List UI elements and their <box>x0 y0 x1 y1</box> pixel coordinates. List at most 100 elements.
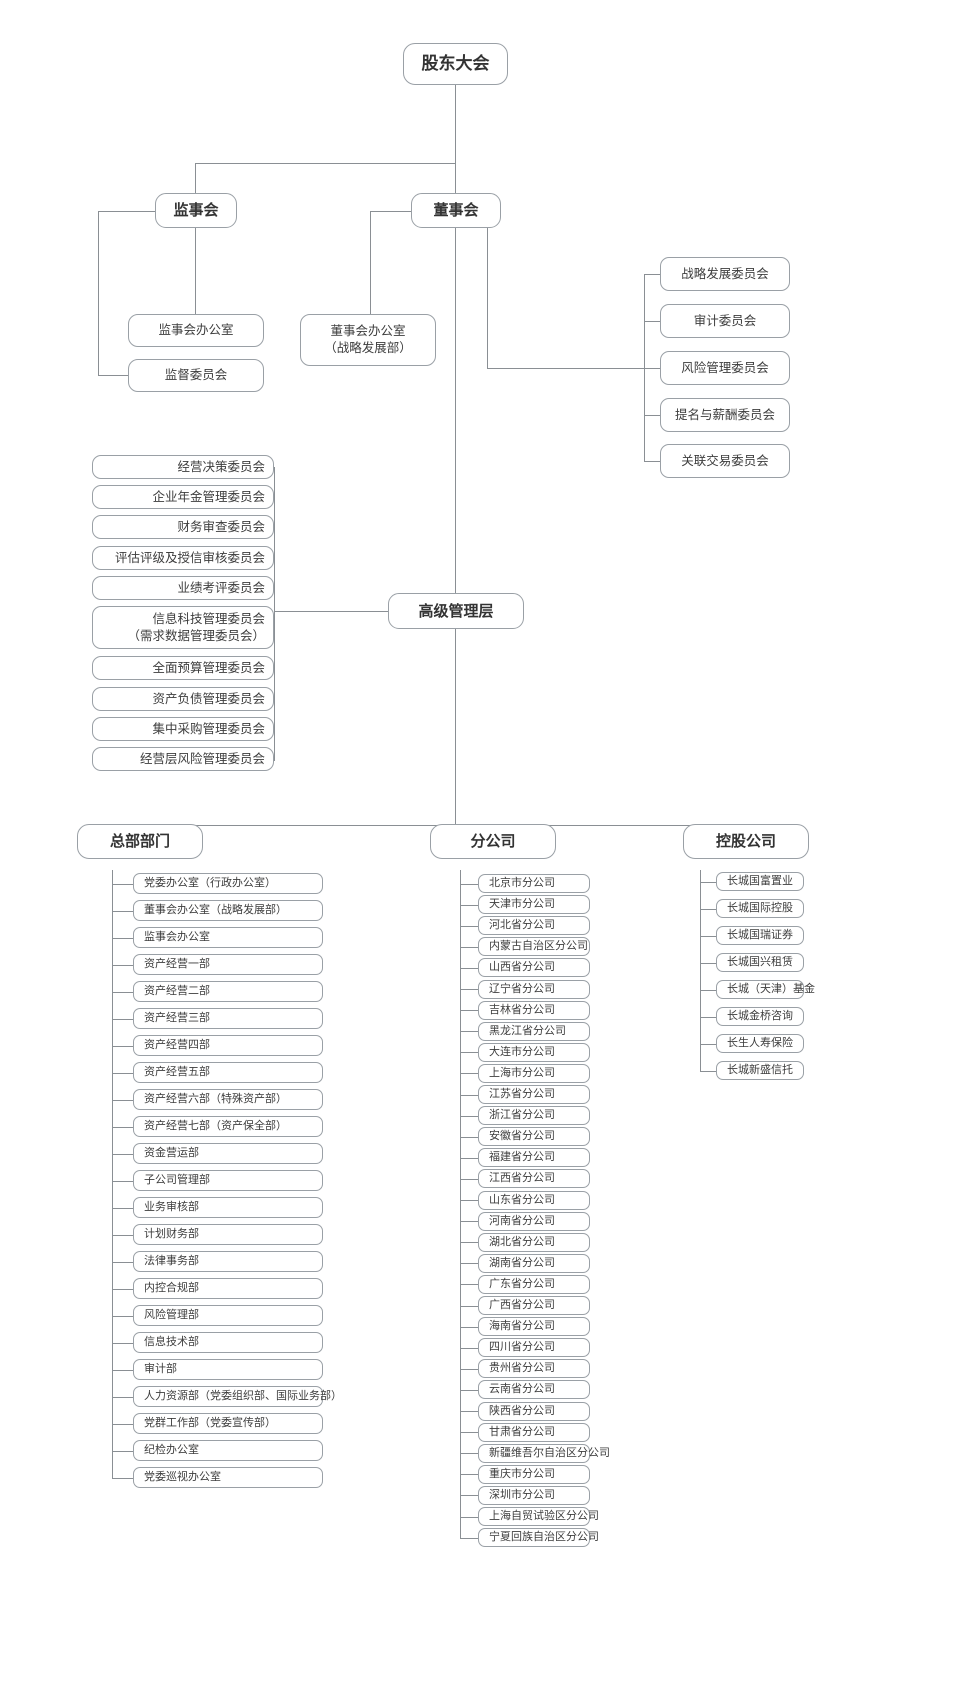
branch-company-18[interactable]: 湖南省分公司 <box>478 1253 590 1273</box>
board-office-line1: 董事会办公室 <box>330 323 406 339</box>
branch-company-13[interactable]: 福建省分公司 <box>478 1148 590 1168</box>
hq-department-14[interactable]: 法律事务部 <box>133 1251 323 1272</box>
mgmt-committee-5-line2: （需求数据管理委员会） <box>127 627 265 643</box>
branch-company-30[interactable]: 上海自贸试验区分公司 <box>478 1507 599 1526</box>
hq-department-19[interactable]: 人力资源部（党委组织部、国际业务部） <box>133 1386 342 1407</box>
branch-company-2[interactable]: 河北省分公司 <box>478 916 590 936</box>
hq-department-stub-2 <box>112 937 133 939</box>
hq-department-9[interactable]: 资产经营七部（资产保全部） <box>133 1116 323 1137</box>
branch-company-16[interactable]: 河南省分公司 <box>478 1211 590 1231</box>
hq-department-11[interactable]: 子公司管理部 <box>133 1170 323 1191</box>
node-mgmt-committee-0[interactable]: 经营决策委员会 <box>92 455 274 479</box>
node-senior-management[interactable]: 高级管理层 <box>388 593 524 629</box>
hq-department-1[interactable]: 董事会办公室（战略发展部） <box>133 900 323 921</box>
branch-company-10[interactable]: 江苏省分公司 <box>478 1085 590 1104</box>
node-nomination-remuneration-committee[interactable]: 提名与薪酬委员会 <box>660 398 790 432</box>
hq-department-8[interactable]: 资产经营六部（特殊资产部） <box>133 1089 323 1110</box>
branch-company-19[interactable]: 广东省分公司 <box>478 1274 590 1294</box>
hq-department-21[interactable]: 纪检办公室 <box>133 1440 323 1461</box>
branch-company-6[interactable]: 吉林省分公司 <box>478 1000 590 1020</box>
hq-department-stub-18 <box>112 1369 133 1371</box>
hq-department-18[interactable]: 审计部 <box>133 1359 323 1380</box>
branch-company-28[interactable]: 重庆市分公司 <box>478 1464 590 1484</box>
hq-department-7[interactable]: 资产经营五部 <box>133 1062 323 1083</box>
node-mgmt-committee-8[interactable]: 集中采购管理委员会 <box>92 717 274 741</box>
branch-company-stub-2 <box>460 925 478 927</box>
node-mgmt-committee-2[interactable]: 财务审查委员会 <box>92 515 274 539</box>
branch-company-1[interactable]: 天津市分公司 <box>478 895 590 915</box>
branch-company-25[interactable]: 陕西省分公司 <box>478 1401 590 1421</box>
hq-department-12[interactable]: 业务审核部 <box>133 1197 323 1218</box>
hq-department-16[interactable]: 风险管理部 <box>133 1305 323 1326</box>
hq-department-stub-13 <box>112 1234 133 1236</box>
branch-company-3[interactable]: 内蒙古自治区分公司 <box>478 937 590 957</box>
branch-company-17[interactable]: 湖北省分公司 <box>478 1232 590 1252</box>
node-board-of-directors[interactable]: 董事会 <box>411 193 501 228</box>
branch-company-22[interactable]: 四川省分公司 <box>478 1338 590 1358</box>
holding-company-7[interactable]: 长城新盛信托 <box>716 1061 804 1080</box>
node-supervision-committee[interactable]: 监督委员会 <box>128 359 264 392</box>
branch-company-27[interactable]: 新疆维吾尔自治区分公司 <box>478 1443 610 1463</box>
branch-company-12[interactable]: 安徽省分公司 <box>478 1127 590 1147</box>
node-supervisory-office[interactable]: 监事会办公室 <box>128 314 264 347</box>
node-related-party-transaction-committee[interactable]: 关联交易委员会 <box>660 444 790 478</box>
node-group-branches[interactable]: 分公司 <box>430 824 556 859</box>
holding-spine <box>700 870 701 1071</box>
hq-department-4[interactable]: 资产经营二部 <box>133 981 323 1002</box>
branch-company-stub-17 <box>460 1242 478 1244</box>
board-committee-stub-2 <box>644 368 660 369</box>
hq-department-10[interactable]: 资金营运部 <box>133 1143 323 1164</box>
hq-department-22[interactable]: 党委巡视办公室 <box>133 1467 323 1488</box>
holding-company-0[interactable]: 长城国富置业 <box>716 872 804 891</box>
holding-company-6[interactable]: 长生人寿保险 <box>716 1034 804 1053</box>
node-mgmt-committee-3[interactable]: 评估评级及授信审核委员会 <box>92 546 274 570</box>
branch-company-29[interactable]: 深圳市分公司 <box>478 1485 590 1505</box>
hq-department-2[interactable]: 监事会办公室 <box>133 927 323 948</box>
branch-company-20[interactable]: 广西省分公司 <box>478 1296 590 1315</box>
holding-company-4[interactable]: 长城（天津）基金 <box>716 980 815 999</box>
branch-company-23[interactable]: 贵州省分公司 <box>478 1359 590 1379</box>
branch-company-15[interactable]: 山东省分公司 <box>478 1190 590 1210</box>
hq-department-stub-21 <box>112 1450 133 1452</box>
hq-department-20[interactable]: 党群工作部（党委宣传部） <box>133 1413 323 1434</box>
branch-company-0[interactable]: 北京市分公司 <box>478 874 590 893</box>
branch-company-26[interactable]: 甘肃省分公司 <box>478 1422 590 1442</box>
holding-company-3[interactable]: 长城国兴租赁 <box>716 953 804 972</box>
node-board-office[interactable]: 董事会办公室 （战略发展部） <box>300 314 436 366</box>
node-mgmt-committee-7[interactable]: 资产负债管理委员会 <box>92 687 274 711</box>
hq-department-13[interactable]: 计划财务部 <box>133 1224 323 1245</box>
node-group-headquarters[interactable]: 总部部门 <box>77 824 203 859</box>
branch-company-21[interactable]: 海南省分公司 <box>478 1317 590 1337</box>
holding-company-5[interactable]: 长城金桥咨询 <box>716 1007 804 1026</box>
hq-department-3[interactable]: 资产经营一部 <box>133 954 323 975</box>
hq-department-17[interactable]: 信息技术部 <box>133 1332 323 1353</box>
branch-company-24[interactable]: 云南省分公司 <box>478 1380 590 1400</box>
node-audit-committee[interactable]: 审计委员会 <box>660 304 790 338</box>
node-mgmt-committee-4[interactable]: 业绩考评委员会 <box>92 576 274 600</box>
hq-department-5[interactable]: 资产经营三部 <box>133 1008 323 1029</box>
node-mgmt-committee-5[interactable]: 信息科技管理委员会 （需求数据管理委员会） <box>92 606 274 649</box>
node-mgmt-committee-6[interactable]: 全面预算管理委员会 <box>92 656 274 680</box>
branch-company-31[interactable]: 宁夏回族自治区分公司 <box>478 1528 599 1548</box>
node-risk-management-committee[interactable]: 风险管理委员会 <box>660 351 790 385</box>
branch-company-9[interactable]: 上海市分公司 <box>478 1063 590 1083</box>
node-mgmt-committee-9[interactable]: 经营层风险管理委员会 <box>92 747 274 771</box>
node-group-holdings[interactable]: 控股公司 <box>683 824 809 859</box>
branch-company-7[interactable]: 黑龙江省分公司 <box>478 1021 590 1041</box>
node-shareholders-meeting[interactable]: 股东大会 <box>403 43 508 85</box>
holding-company-2[interactable]: 长城国瑞证券 <box>716 926 804 945</box>
branch-company-stub-21 <box>460 1326 478 1328</box>
node-supervisory-board[interactable]: 监事会 <box>155 193 237 228</box>
hq-department-15[interactable]: 内控合规部 <box>133 1278 323 1299</box>
branch-company-stub-27 <box>460 1453 478 1455</box>
branch-company-11[interactable]: 浙江省分公司 <box>478 1106 590 1126</box>
hq-department-6[interactable]: 资产经营四部 <box>133 1035 323 1056</box>
hq-department-0[interactable]: 党委办公室（行政办公室） <box>133 873 323 894</box>
node-strategy-development-committee[interactable]: 战略发展委员会 <box>660 257 790 291</box>
holding-company-1[interactable]: 长城国际控股 <box>716 899 804 918</box>
node-mgmt-committee-1[interactable]: 企业年金管理委员会 <box>92 485 274 509</box>
branch-company-14[interactable]: 江西省分公司 <box>478 1169 590 1189</box>
branch-company-8[interactable]: 大连市分公司 <box>478 1042 590 1062</box>
branch-company-4[interactable]: 山西省分公司 <box>478 958 590 978</box>
branch-company-5[interactable]: 辽宁省分公司 <box>478 979 590 999</box>
